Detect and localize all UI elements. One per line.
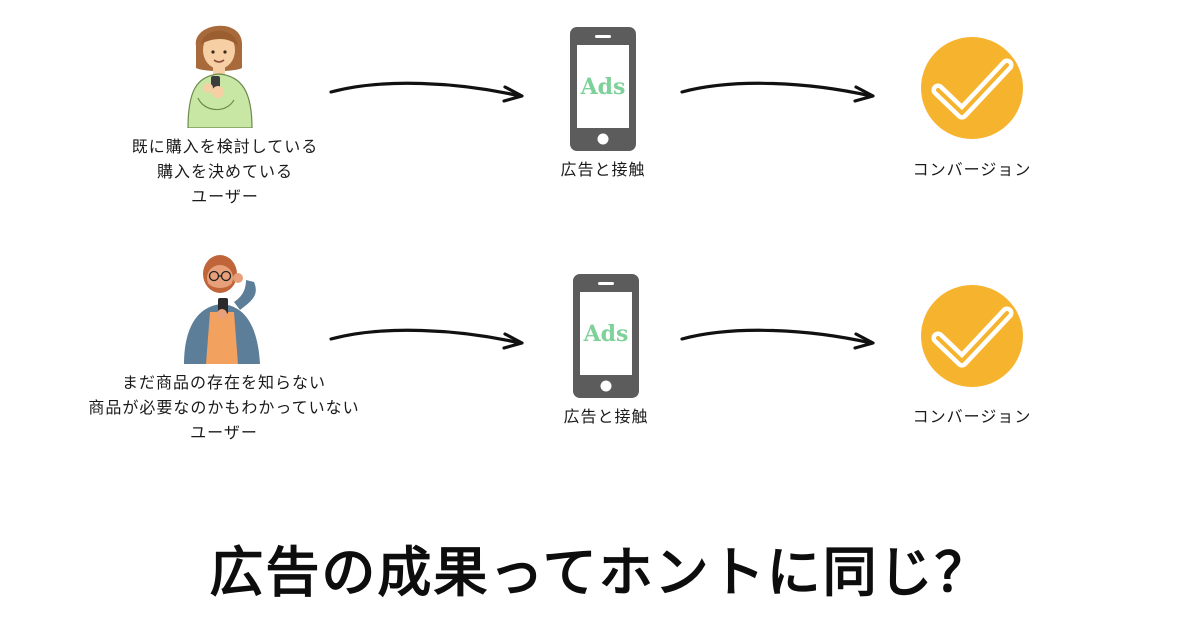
user-label-2-line-2: 商品が必要なのかもわかっていない — [88, 398, 360, 417]
check-circle-icon — [921, 285, 1023, 387]
user-label-1-line-1: 既に購入を検討している — [131, 137, 319, 156]
user-label-2: まだ商品の存在を知らない 商品が必要なのかもわかっていない ユーザー — [66, 370, 382, 445]
ads-text: Ads — [583, 321, 629, 347]
conversion-label-1: コンバージョン — [912, 160, 1032, 179]
check-circle-icon — [921, 37, 1023, 139]
arrow-right-icon — [680, 81, 875, 103]
user-label-1-line-2: 購入を決めている — [156, 162, 293, 181]
phone-label-1: 広告と接触 — [560, 160, 646, 179]
user-label-1: 既に購入を検討している 購入を決めている ユーザー — [100, 134, 350, 209]
woman-user-icon — [187, 25, 253, 128]
arrow-right-icon — [680, 328, 875, 350]
user-label-1-line-3: ユーザー — [191, 187, 259, 206]
conversion-label-2: コンバージョン — [912, 407, 1032, 426]
man-user-icon — [184, 255, 260, 364]
phone-icon: Ads — [572, 273, 640, 399]
user-label-2-line-1: まだ商品の存在を知らない — [121, 373, 326, 392]
arrow-right-icon — [329, 328, 524, 350]
user-label-2-line-3: ユーザー — [190, 423, 258, 442]
arrow-right-icon — [329, 81, 524, 103]
phone-label-2: 広告と接触 — [563, 407, 649, 426]
headline: 広告の成果ってホントに同じ？ — [209, 541, 991, 604]
ads-text: Ads — [580, 74, 626, 100]
phone-icon: Ads — [569, 26, 637, 152]
